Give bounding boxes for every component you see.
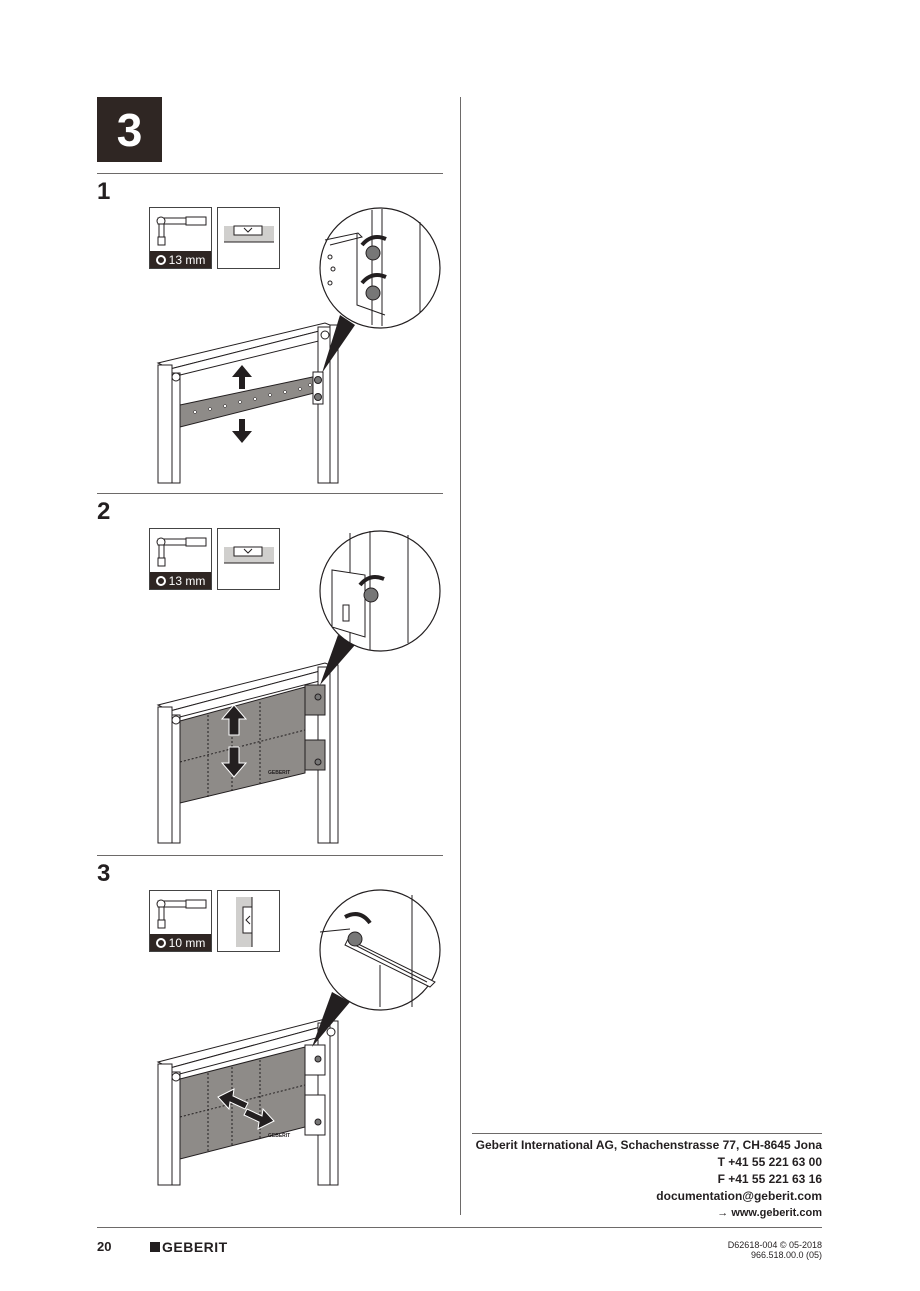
socket-wrench-icon [156, 216, 207, 246]
step-3-illustration: GEBERIT [156, 889, 441, 1186]
geberit-logo: GEBERIT [150, 1239, 228, 1255]
document-reference: D62618-004 © 05-2018 966.518.00.0 (05) [728, 1240, 822, 1260]
article-number: 966.518.00.0 (05) [750, 1250, 822, 1260]
step-2-divider [97, 493, 443, 494]
footer-divider [97, 1227, 822, 1228]
step-3-number: 3 [97, 860, 111, 887]
spirit-level-icon [224, 225, 274, 243]
hex-nut-icon [155, 937, 166, 948]
spirit-level-icon [224, 546, 274, 564]
hex-nut-icon [155, 575, 166, 586]
step-1-tool-level [217, 207, 280, 269]
step-3-tool-level [217, 890, 280, 952]
svg-text:GEBERIT: GEBERIT [268, 770, 290, 776]
logo-text: GEBERIT [162, 1239, 228, 1255]
hex-nut-icon [155, 254, 166, 265]
svg-text:GEBERIT: GEBERIT [268, 1133, 290, 1139]
step-3-divider [97, 855, 443, 856]
chapter-number-badge: 3 [97, 97, 162, 162]
step-3-tool-wrench: 10 mm [149, 890, 212, 952]
wrench-size: 10 mm [168, 935, 206, 950]
step-1-illustration [156, 207, 441, 484]
wrench-size: 13 mm [168, 573, 206, 588]
arrow-down-icon [232, 419, 252, 443]
spirit-level-vertical-icon [236, 897, 253, 947]
step-2-tool-level [217, 528, 280, 590]
step-1-tool-wrench: 13 mm [149, 207, 212, 269]
rotate-arrow-icon [358, 575, 385, 587]
socket-wrench-icon [156, 537, 207, 567]
socket-wrench-icon [156, 899, 207, 929]
website-link[interactable]: → www.geberit.com [717, 1207, 822, 1219]
logo-square-icon [150, 1242, 160, 1252]
page-number: 20 [97, 1239, 112, 1254]
rotate-arrow-icon [344, 912, 372, 925]
step-1-number: 1 [97, 178, 111, 205]
phone-number: T +41 55 221 63 00 [717, 1155, 822, 1169]
step-2-tool-wrench: 13 mm [149, 528, 212, 590]
step-2-illustration: GEBERIT [156, 530, 441, 844]
column-divider [460, 97, 461, 1215]
step-1-divider [97, 173, 443, 174]
contact-divider [472, 1133, 822, 1134]
wrench-size: 13 mm [168, 252, 206, 267]
doc-number: D62618-004 © 05-2018 [727, 1240, 822, 1250]
fax-number: F +41 55 221 63 16 [717, 1172, 822, 1186]
contact-block: Geberit International AG, Schachenstrass… [476, 1137, 822, 1222]
email-link[interactable]: documentation@geberit.com [656, 1189, 822, 1203]
step-2-number: 2 [97, 498, 111, 525]
company-address: Geberit International AG, Schachenstrass… [475, 1138, 822, 1152]
rotate-arrow-icon [360, 235, 387, 247]
arrow-up-icon [232, 365, 252, 389]
